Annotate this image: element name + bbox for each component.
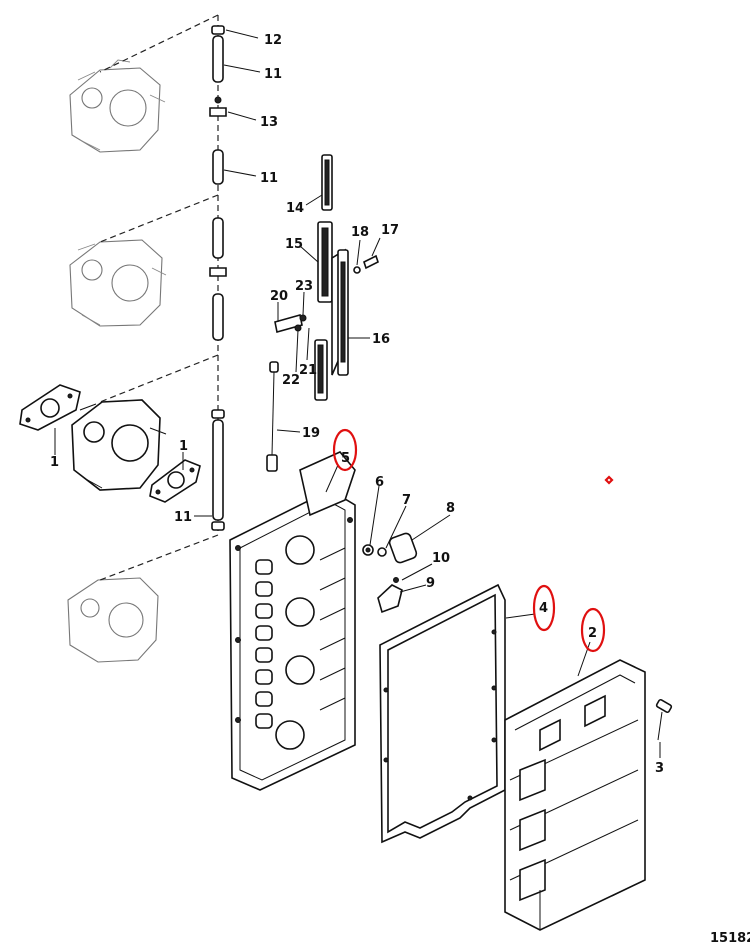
callout-13: 13 <box>260 115 278 130</box>
callout-23: 23 <box>295 279 313 294</box>
callout-15: 15 <box>285 237 303 252</box>
small-hardware <box>362 532 418 614</box>
callout-1-b: 1 <box>179 439 188 454</box>
callout-1-a: 1 <box>50 455 59 470</box>
air-box-cover <box>504 659 646 931</box>
callout-16: 16 <box>372 332 390 347</box>
callout-7: 7 <box>402 493 411 508</box>
callout-10: 10 <box>432 551 450 566</box>
carburetor-second <box>69 239 167 327</box>
callout-4: 4 <box>539 601 548 616</box>
carburetor-bottom <box>67 577 159 663</box>
callout-3: 3 <box>655 761 664 776</box>
callout-11-c: 11 <box>174 510 192 525</box>
callout-8: 8 <box>446 501 455 516</box>
highlight-marks <box>332 428 614 653</box>
manifold-ports <box>255 559 273 729</box>
callout-5: 5 <box>341 451 350 466</box>
callout-11-a: 11 <box>264 67 282 82</box>
callout-11-b: 11 <box>260 171 278 186</box>
highlight-dot <box>604 475 614 485</box>
flange-gasket-right <box>149 459 201 503</box>
callout-19: 19 <box>302 426 320 441</box>
flange-gasket-left <box>19 384 81 431</box>
callout-9: 9 <box>426 576 435 591</box>
intake-manifold <box>229 451 356 791</box>
callout-21: 21 <box>299 363 317 378</box>
carburetor-third <box>71 399 167 491</box>
highlight-oval-2 <box>580 607 606 653</box>
highlight-oval-4 <box>532 584 556 632</box>
highlight-oval-5 <box>332 428 358 472</box>
callout-labels: 12 11 13 11 14 15 18 17 23 20 16 21 22 1… <box>50 33 664 776</box>
callout-22: 22 <box>282 373 300 388</box>
callout-6: 6 <box>375 475 384 490</box>
callout-2: 2 <box>588 626 597 641</box>
fuel-lines <box>209 25 227 531</box>
reed-block-gasket <box>379 583 506 844</box>
callout-12: 12 <box>264 33 282 48</box>
throttle-linkage <box>266 154 379 472</box>
callout-17: 17 <box>381 223 399 238</box>
callout-14: 14 <box>286 201 304 216</box>
carburetor-top <box>69 59 166 153</box>
cover-screw <box>655 698 673 741</box>
callout-18: 18 <box>351 225 369 240</box>
diagram-reference-number: 15182 <box>710 931 750 946</box>
callout-20: 20 <box>270 289 288 304</box>
